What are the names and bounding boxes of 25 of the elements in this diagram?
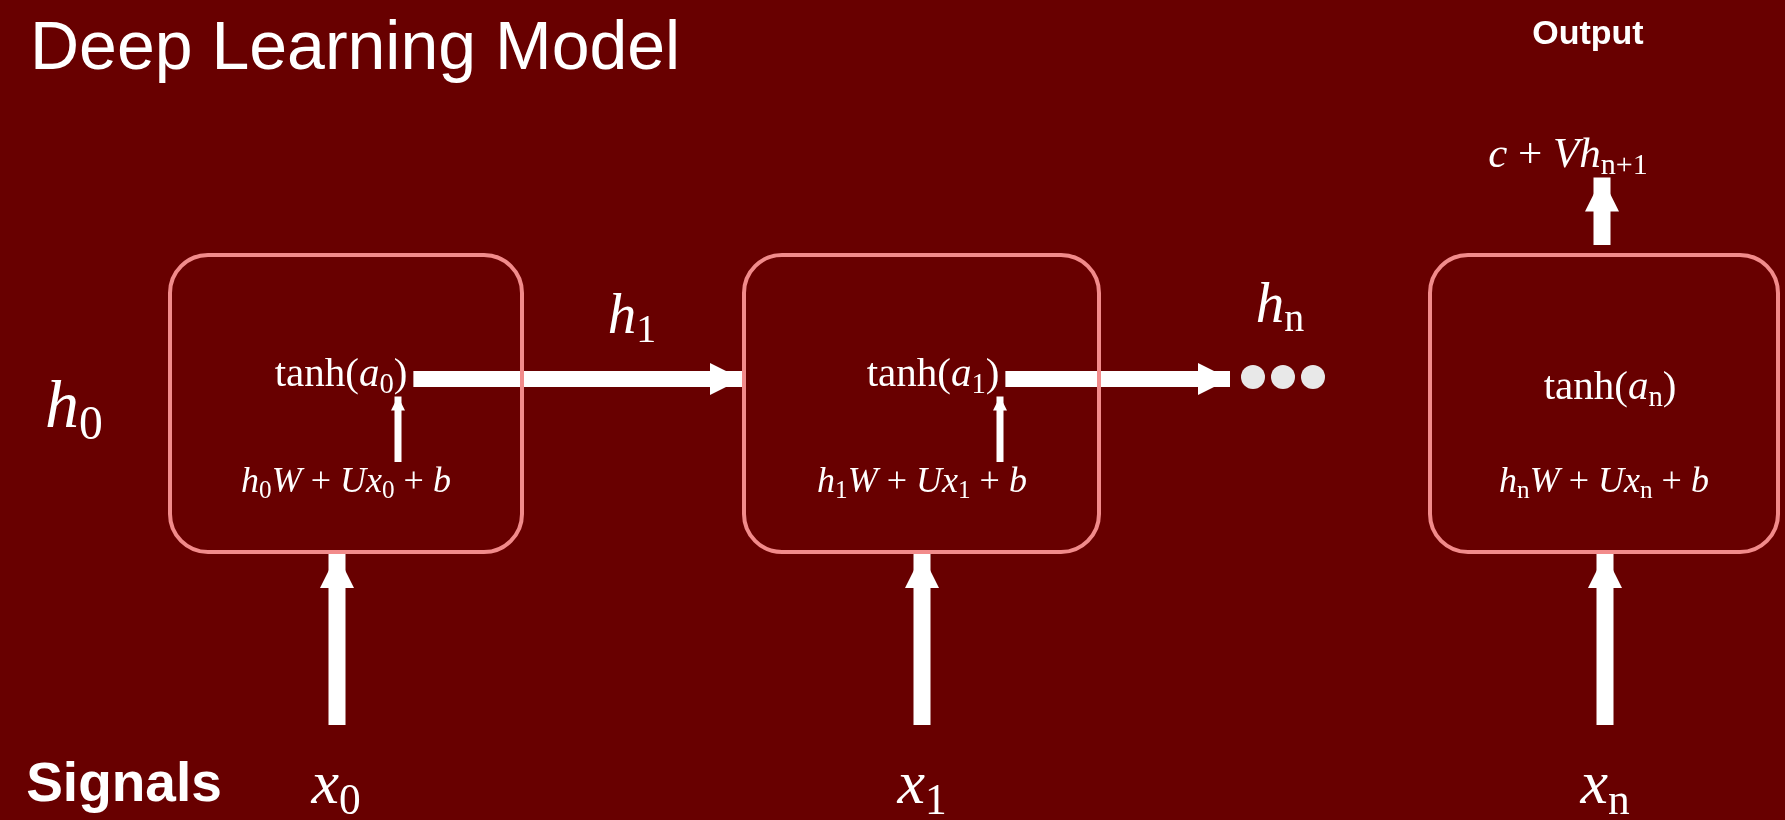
edge-label: h$_{1}$ — [607, 284, 657, 342]
arrow — [413, 363, 742, 395]
ellipsis-dots — [1238, 362, 1328, 392]
process-box — [168, 253, 524, 554]
title: Deep Learning Model — [30, 8, 681, 83]
formula: x$_{1}$ — [897, 751, 947, 813]
formula: tanh(a$_{n}$) — [1543, 364, 1677, 406]
process-box — [742, 253, 1101, 554]
formula: c + Vh$_{n+1}$ — [1488, 130, 1648, 174]
arrow — [905, 554, 939, 725]
formula: h$_{0}$ — [45, 370, 103, 438]
arrow — [1005, 363, 1230, 395]
formula: x$_{n}$ — [1580, 751, 1630, 813]
formula: h$_{n}$W + Ux$_{n}$ + b — [1499, 462, 1709, 498]
arrow — [320, 554, 354, 725]
formula: tanh(a$_{0}$) — [274, 351, 408, 393]
formula: h$_{0}$W + Ux$_{0}$ + b — [241, 462, 451, 498]
formula: h$_{1}$W + Ux$_{1}$ + b — [817, 462, 1027, 498]
text-label: Output — [1532, 15, 1644, 49]
arrow — [1585, 177, 1619, 245]
formula: tanh(a$_{1}$) — [866, 351, 1000, 393]
arrow — [1588, 554, 1622, 725]
formula: x$_{0}$ — [311, 751, 361, 813]
edge-label: h$_{n}$ — [1255, 273, 1305, 331]
process-box — [1428, 253, 1780, 554]
